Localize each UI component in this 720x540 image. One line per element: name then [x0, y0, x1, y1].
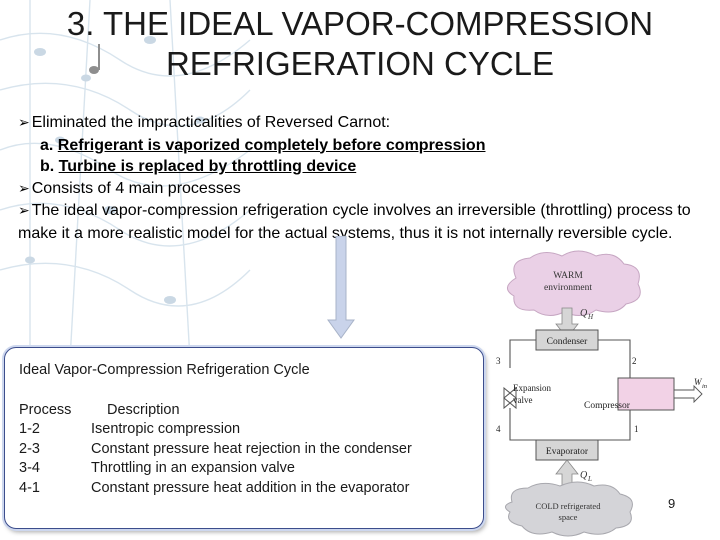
- bullet-item: ➢Eliminated the impracticalities of Reve…: [18, 112, 698, 135]
- bullet-item: ➢The ideal vapor-compression refrigerati…: [18, 200, 698, 244]
- work-in-arrow-icon: [673, 384, 703, 404]
- description-cell: Isentropic compression: [91, 421, 241, 438]
- state-2-label: 2: [632, 356, 637, 366]
- title-line-1: 3. THE IDEAL VAPOR-COMPRESSION: [66, 5, 654, 42]
- process-cell: 3-4: [19, 460, 40, 477]
- table-row: 4-1 Constant pressure heat addition in t…: [19, 479, 412, 498]
- condenser-box: [535, 329, 599, 351]
- state-4-label: 4: [496, 424, 501, 434]
- description-cell: Constant pressure heat addition in the e…: [91, 479, 410, 496]
- process-cell: 1-2: [19, 421, 40, 438]
- qh-sub: H: [587, 313, 594, 321]
- sub-bullet-item: a. Refrigerant is vaporized completely b…: [18, 135, 698, 157]
- sub-bullet-prefix: a.: [40, 136, 58, 154]
- condenser-label: Condenser: [547, 337, 588, 347]
- sub-bullet-text: Refrigerant is vaporized completely befo…: [57, 136, 486, 154]
- sub-bullet-item: b. Turbine is replaced by throttling dev…: [18, 156, 698, 178]
- bullet-list: ➢Eliminated the impracticalities of Reve…: [18, 112, 698, 244]
- expansion-label-1: Expansion: [513, 383, 551, 393]
- bullet-text: The ideal vapor-compression refrigeratio…: [18, 202, 691, 242]
- bullet-arrow-icon: ➢: [18, 115, 30, 131]
- panel-title: Ideal Vapor-Compression Refrigeration Cy…: [19, 362, 310, 378]
- bullet-text: Consists of 4 main processes: [31, 179, 241, 197]
- warm-label-1: WARM: [553, 271, 583, 281]
- warm-label-2: environment: [544, 283, 592, 293]
- cycle-summary-panel: Ideal Vapor-Compression Refrigeration Cy…: [4, 347, 484, 529]
- bullet-arrow-icon: ➢: [18, 180, 30, 197]
- description-cell: Throttling in an expansion valve: [91, 460, 295, 477]
- ql-label: Q: [580, 470, 588, 481]
- header-description: Description: [107, 402, 180, 418]
- cold-space-cloud: [505, 481, 633, 537]
- process-table: Process Description 1-2 Isentropic compr…: [19, 401, 412, 498]
- evaporator-label: Evaporator: [546, 447, 589, 457]
- compressor-box: [617, 377, 675, 411]
- state-3-label: 3: [496, 356, 501, 366]
- compressor-label: Compressor: [584, 401, 631, 411]
- table-row: 3-4 Throttling in an expansion valve: [19, 459, 412, 478]
- bullet-text: Eliminated the impracticalities of Rever…: [31, 114, 391, 131]
- process-cell: 4-1: [19, 479, 40, 496]
- down-arrow-icon: [327, 236, 355, 339]
- win-label: W: [694, 377, 703, 387]
- process-cell: 2-3: [19, 440, 40, 457]
- bullet-arrow-icon: ➢: [18, 203, 30, 219]
- title-line-2: REFRIGERATION CYCLE: [165, 45, 555, 82]
- page-number: 9: [668, 496, 676, 511]
- ql-sub: L: [587, 475, 592, 483]
- table-row: 2-3 Constant pressure heat rejection in …: [19, 440, 412, 459]
- header-process: Process: [19, 402, 72, 418]
- state-1-label: 1: [634, 424, 639, 434]
- description-cell: Constant pressure heat rejection in the …: [91, 440, 412, 457]
- cold-label-1: COLD refrigerated: [536, 501, 602, 511]
- expansion-valve-icon: [503, 386, 517, 410]
- table-header-row: Process Description: [19, 401, 412, 420]
- win-sub: in: [702, 383, 707, 390]
- cold-label-2: space: [559, 512, 578, 522]
- warm-environment-cloud: [507, 250, 641, 316]
- expansion-label-2: valve: [513, 395, 533, 405]
- table-row: 1-2 Isentropic compression: [19, 420, 412, 439]
- qh-label: Q: [580, 308, 588, 319]
- sub-bullet-prefix: b.: [40, 158, 59, 175]
- bullet-item: ➢Consists of 4 main processes: [18, 178, 698, 201]
- sub-bullet-text: Turbine is replaced by throttling device: [58, 158, 357, 175]
- refrigeration-cycle-diagram: WARM environment Q H Condenser Expansion…: [496, 250, 707, 537]
- slide-title: 3. THE IDEAL VAPOR-COMPRESSION REFRIGERA…: [0, 4, 720, 84]
